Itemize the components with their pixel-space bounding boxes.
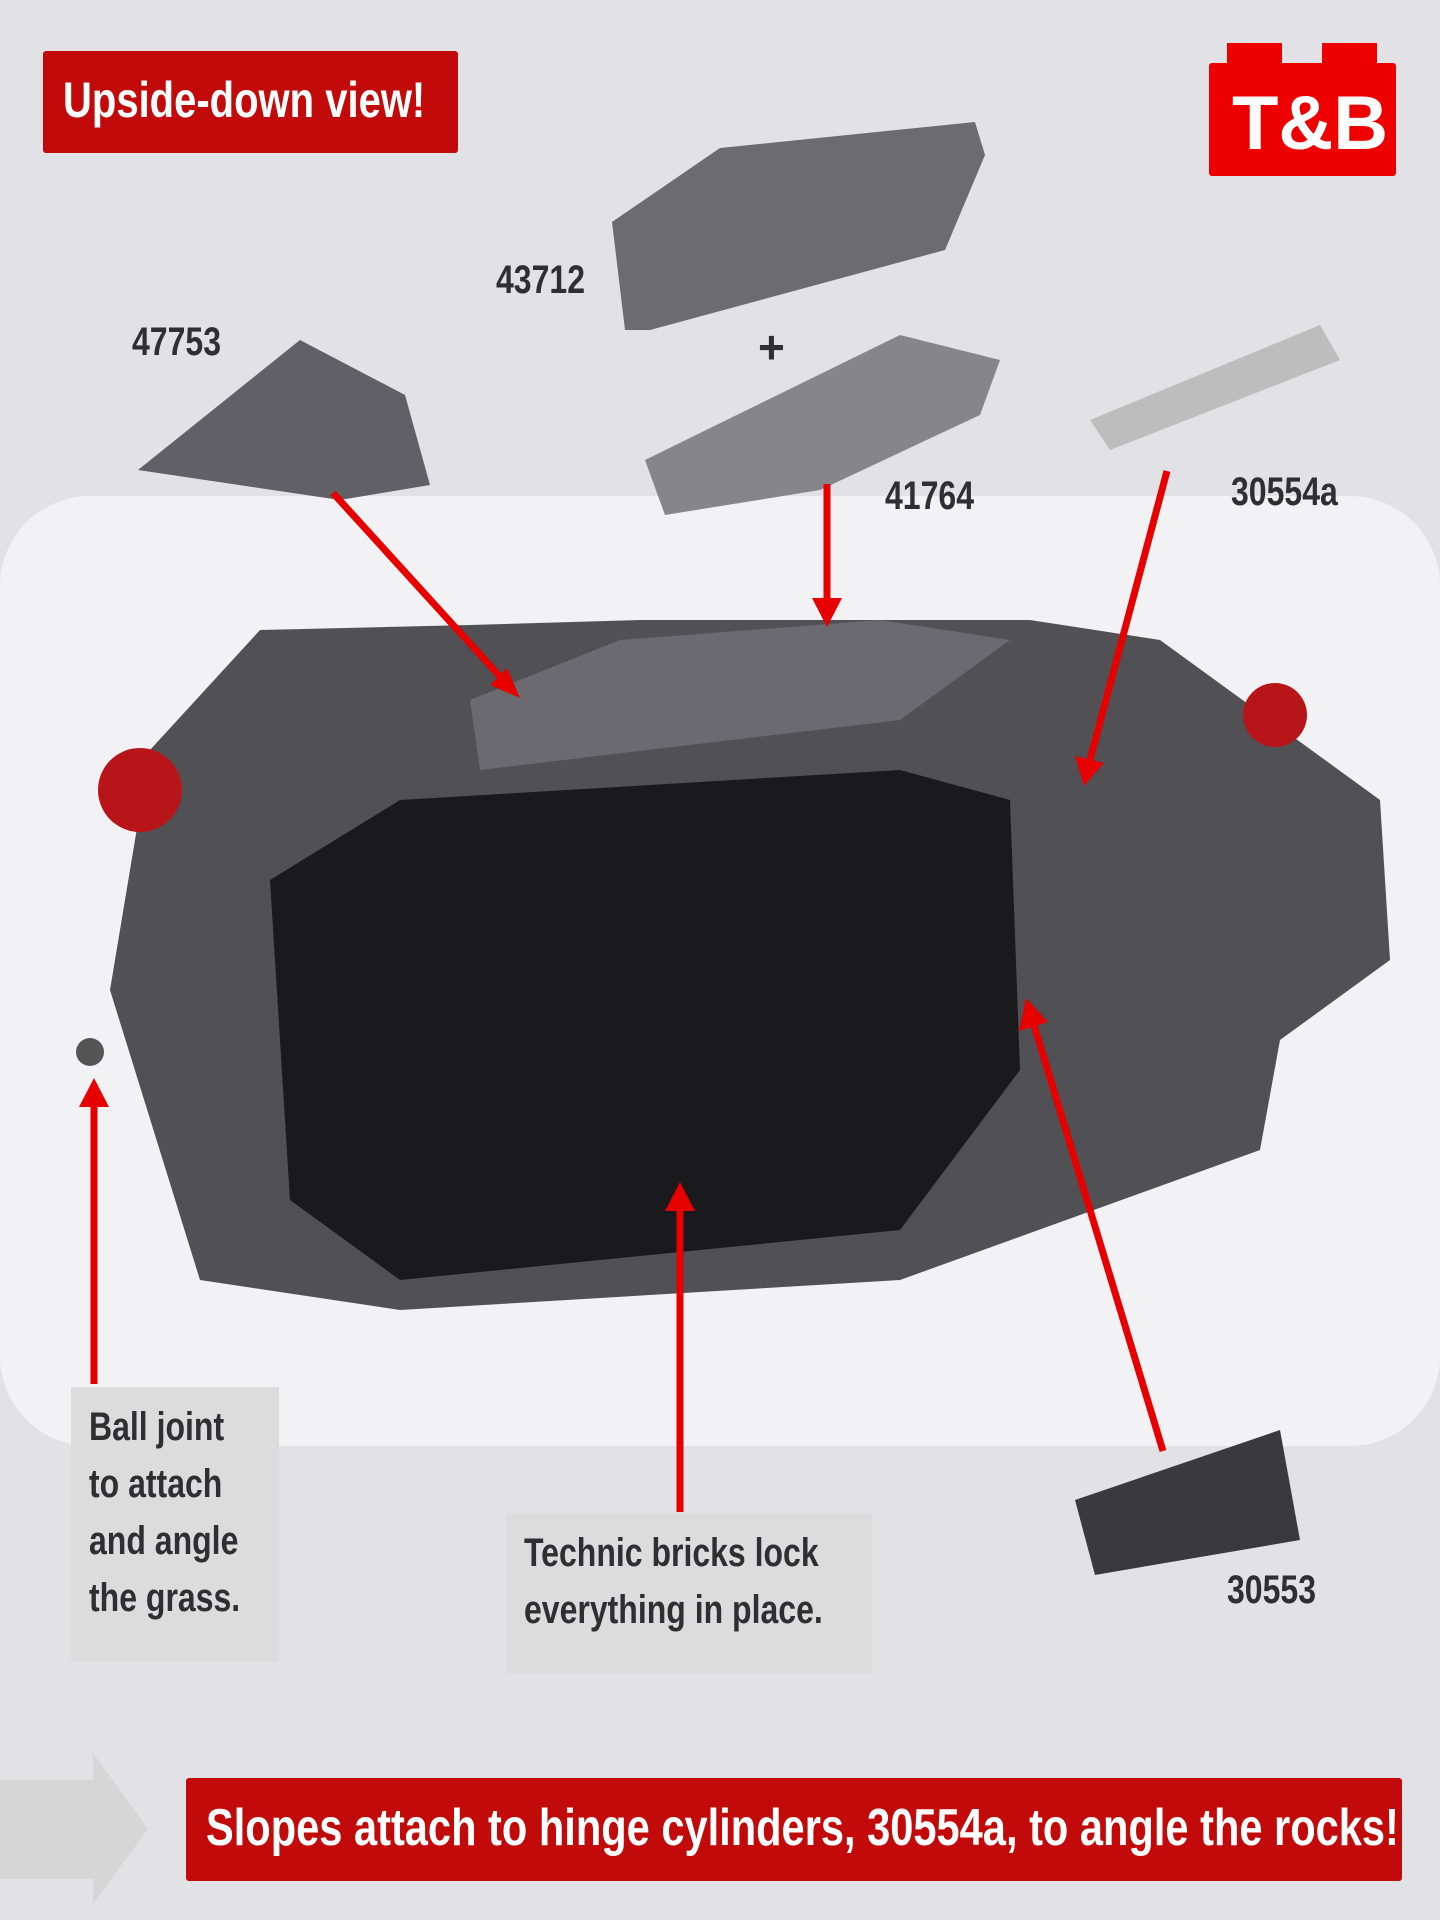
- part-label-47753: 47753: [132, 320, 221, 364]
- tb-logo: [1209, 43, 1396, 176]
- summary-banner: Slopes attach to hinge cylinders, 30554a…: [186, 1778, 1402, 1881]
- arrow-47753: [330, 490, 508, 685]
- part-label-30554a: 30554a: [1231, 470, 1338, 514]
- part-label-41764: 41764: [885, 474, 974, 518]
- part-41764: [645, 335, 1000, 515]
- ball-joint-note: Ball joint to attach and angle the grass…: [71, 1387, 279, 1662]
- part-label-30553: 30553: [1227, 1568, 1316, 1612]
- flower-right: [1243, 683, 1307, 747]
- ball-joint: [76, 1038, 104, 1066]
- callout-arrows: [79, 470, 1171, 1512]
- logo-text: T&B: [1232, 81, 1389, 166]
- next-arrow-icon: [0, 1753, 148, 1904]
- technic-note: Technic bricks lock everything in place.: [506, 1513, 872, 1673]
- part-30553: [1075, 1430, 1300, 1575]
- model-top-slope: [470, 620, 1010, 770]
- view-title: Upside-down view!: [43, 51, 458, 153]
- plus-sign: +: [758, 321, 785, 373]
- model-technic-frame: [270, 770, 1020, 1280]
- part-47753: [138, 340, 430, 500]
- part-label-43712: 43712: [496, 258, 585, 302]
- arrow-30553: [1030, 1023, 1167, 1453]
- part-43712: [612, 122, 985, 330]
- flower-left: [98, 748, 182, 832]
- arrow-30554a: [1086, 470, 1171, 761]
- part-30554a: [1090, 325, 1340, 450]
